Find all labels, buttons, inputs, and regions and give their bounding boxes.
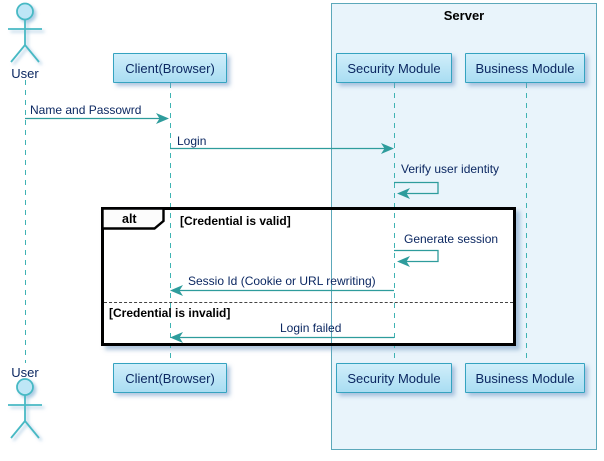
server-border-through-alt: [331, 210, 332, 344]
actor-user-bottom-label: User: [11, 365, 39, 380]
server-group-title: Server: [443, 8, 485, 23]
message-arrow-verify-self: [394, 181, 439, 199]
participant-security-top: Security Module: [336, 53, 452, 83]
alt-divider-line: [104, 302, 513, 303]
message-arrow-login-failed: [170, 332, 394, 343]
participant-business-bottom-label: Business Module: [475, 370, 575, 386]
participant-client-top: Client(Browser): [113, 53, 227, 83]
alt-condition-invalid: [Credential is invalid]: [109, 306, 231, 320]
participant-client-bottom: Client(Browser): [113, 363, 227, 393]
message-label-verify: Verify user identity: [401, 162, 500, 176]
participant-client-bottom-label: Client(Browser): [125, 370, 215, 386]
participant-business-top: Business Module: [465, 53, 585, 83]
actor-user-bottom: [8, 378, 42, 439]
message-arrow-login: [170, 143, 394, 154]
message-label-name-password: Name and Passowrd: [30, 103, 142, 117]
message-label-login-failed: Login failed: [280, 321, 342, 335]
participant-client-top-label: Client(Browser): [125, 60, 215, 76]
alt-fragment-frame: alt [Credential is valid] [Credential is…: [101, 207, 516, 346]
actor-user-top: [8, 2, 42, 63]
alt-condition-valid: [Credential is valid]: [180, 214, 291, 228]
participant-business-top-label: Business Module: [475, 60, 575, 76]
actor-user-top-label: User: [11, 66, 39, 81]
message-arrow-name-password: [25, 113, 169, 124]
message-label-login: Login: [177, 134, 207, 148]
participant-security-bottom: Security Module: [336, 363, 452, 393]
message-label-session-id: Sessio Id (Cookie or URL rewriting): [188, 274, 376, 288]
message-label-generate: Generate session: [404, 232, 499, 246]
participant-business-bottom: Business Module: [465, 363, 585, 393]
participant-security-bottom-label: Security Module: [347, 370, 441, 386]
message-arrow-generate-self: [394, 249, 439, 267]
alt-operator-pentagon: [101, 207, 165, 230]
message-arrow-session-id: [170, 285, 394, 296]
participant-security-top-label: Security Module: [347, 60, 441, 76]
alt-operator-label: alt: [122, 212, 137, 226]
